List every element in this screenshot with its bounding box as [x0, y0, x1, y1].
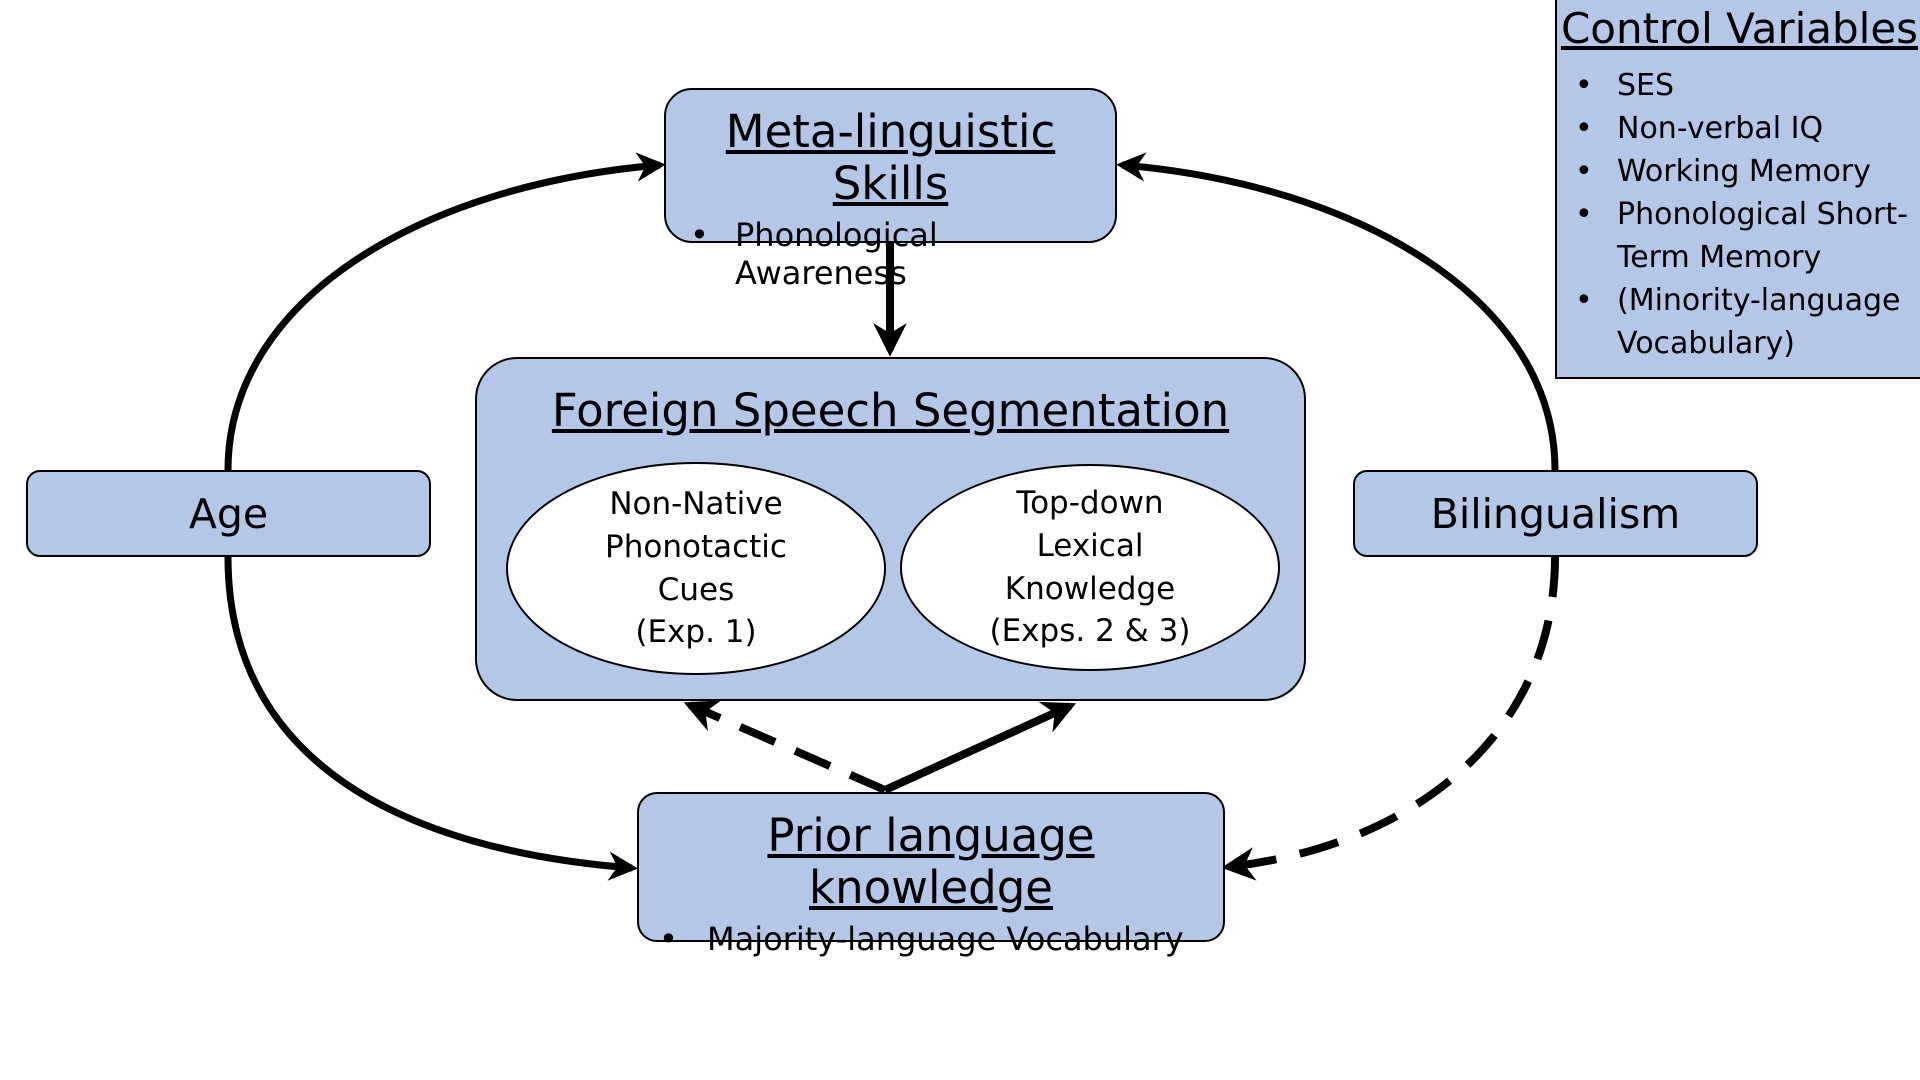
meta-skills-title: Meta-linguistic Skills	[725, 105, 1056, 210]
arrow-prior-knowledge-to-phonotactic-cues	[683, 700, 887, 794]
prior-knowledge-bullet: • Majority-language Vocabulary	[659, 920, 1223, 958]
bullet-glyph: •	[659, 919, 678, 958]
bullet-glyph: •	[1575, 68, 1593, 103]
lexical-knowledge-label: Top-down Lexical Knowledge (Exps. 2 & 3)	[989, 484, 1191, 650]
control-variable-text: (Minority-language Vocabulary)	[1617, 283, 1901, 361]
control-variable-text: Non-verbal IQ	[1617, 111, 1824, 146]
bilingualism-label: Bilingualism	[1430, 489, 1681, 538]
lexical-knowledge-ellipse: Top-down Lexical Knowledge (Exps. 2 & 3)	[900, 464, 1280, 671]
list-item: • Working Memory	[1571, 150, 1917, 193]
bullet-glyph: •	[1575, 111, 1593, 146]
list-item: • Phonological Short-Term Memory	[1571, 193, 1917, 279]
meta-skills-bullet: • Phonological Awareness	[690, 216, 1115, 293]
meta-skills-box: Meta-linguistic Skills • Phonological Aw…	[664, 88, 1117, 292]
arrow-age-to-prior-knowledge	[224, 556, 638, 881]
list-item: • Non-verbal IQ	[1571, 107, 1917, 150]
prior-knowledge-box: Prior language knowledge • Majority-lang…	[637, 792, 1225, 958]
control-variable-text: Working Memory	[1617, 154, 1871, 189]
bullet-glyph: •	[1575, 154, 1593, 189]
meta-skills-bullet-text: Phonological Awareness	[735, 215, 938, 292]
control-variables-panel: Control Variables • SES • Non-verbal IQ • W…	[1555, 0, 1920, 379]
control-variable-text: Phonological Short-Term Memory	[1617, 197, 1908, 275]
arrow-bilingualism-to-meta-skills	[1116, 152, 1559, 471]
prior-knowledge-title: Prior language knowledge	[767, 809, 1095, 914]
age-label: Age	[188, 489, 269, 538]
prior-knowledge-bullet-text: Majority-language Vocabulary	[707, 919, 1184, 958]
control-variables-list: • SES • Non-verbal IQ • Working Memory • Pho…	[1571, 64, 1917, 365]
list-item: • SES	[1571, 64, 1917, 107]
phonotactic-cues-label: Non-Native Phonotactic Cues (Exp. 1)	[605, 485, 787, 651]
arrow-bilingualism-to-prior-knowledge	[1221, 556, 1559, 881]
control-variables-title: Control Variables	[1560, 4, 1919, 53]
bilingualism-box: Bilingualism	[1353, 470, 1758, 557]
control-variable-text: SES	[1617, 68, 1675, 103]
list-item: • (Minority-language Vocabulary)	[1571, 279, 1917, 365]
phonotactic-cues-ellipse: Non-Native Phonotactic Cues (Exp. 1)	[506, 462, 886, 675]
bullet-glyph: •	[1575, 283, 1593, 318]
segmentation-title: Foreign Speech Segmentation	[551, 384, 1230, 437]
bullet-glyph: •	[690, 215, 709, 254]
bullet-glyph: •	[1575, 197, 1593, 232]
age-box: Age	[26, 470, 431, 557]
arrow-age-to-meta-skills	[224, 152, 666, 471]
arrow-prior-knowledge-to-lexical-knowledge	[883, 701, 1077, 794]
